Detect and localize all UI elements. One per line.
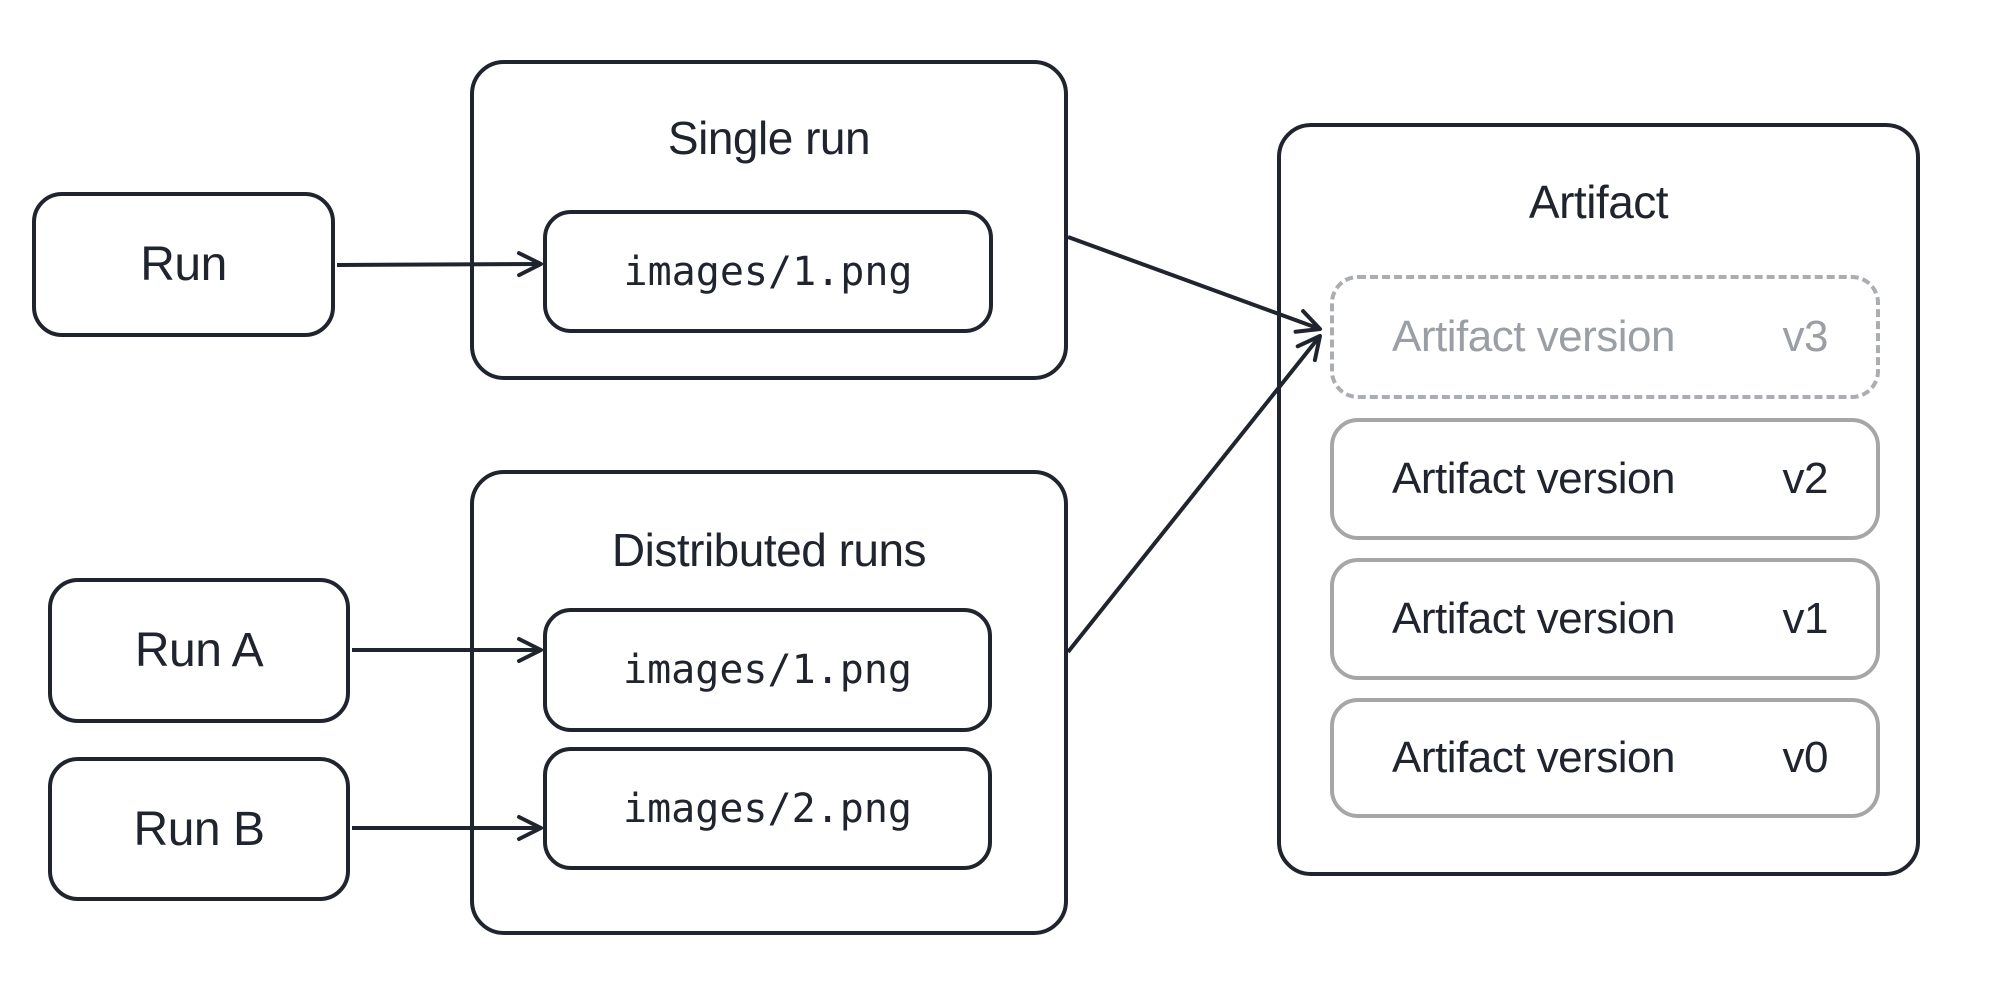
distributed-runs-file-2-node: images/2.png xyxy=(543,747,992,870)
artifact-version-v1-number: v1 xyxy=(1782,594,1829,643)
artifact-group-title: Artifact xyxy=(1528,176,1669,228)
single-run-group xyxy=(470,60,1068,380)
run-b-node: Run B xyxy=(48,757,350,901)
artifact-version-v0-number: v0 xyxy=(1782,733,1829,782)
distributed-runs-file-1-node: images/1.png xyxy=(543,608,992,732)
distributed-runs-file-2-label: images/2.png xyxy=(623,785,912,832)
single-run-file-label: images/1.png xyxy=(623,248,913,295)
artifact-version-v0: Artifact version v0 xyxy=(1330,698,1880,818)
artifact-version-v3-pending: Artifact version v3 xyxy=(1330,275,1880,399)
single-run-group-title: Single run xyxy=(667,112,871,164)
artifact-version-v0-label: Artifact version xyxy=(1392,733,1675,782)
artifact-version-v2-number: v2 xyxy=(1782,454,1829,503)
distributed-runs-file-1-label: images/1.png xyxy=(623,647,912,693)
single-run-file-node: images/1.png xyxy=(543,210,993,333)
artifact-version-v1-label: Artifact version xyxy=(1392,594,1675,643)
distributed-runs-group-title: Distributed runs xyxy=(611,524,927,576)
artifact-version-v3-number: v3 xyxy=(1782,312,1829,361)
run-a-node: Run A xyxy=(48,578,350,723)
distributed-runs-group xyxy=(470,470,1068,935)
run-node: Run xyxy=(32,192,335,337)
artifact-version-v3-label: Artifact version xyxy=(1392,312,1675,361)
artifact-version-v2: Artifact version v2 xyxy=(1330,418,1880,540)
run-b-node-label: Run B xyxy=(133,802,265,856)
run-node-label: Run xyxy=(140,238,227,291)
artifact-version-v2-label: Artifact version xyxy=(1392,454,1675,503)
run-a-node-label: Run A xyxy=(134,624,264,677)
artifact-version-v1: Artifact version v1 xyxy=(1330,558,1880,680)
